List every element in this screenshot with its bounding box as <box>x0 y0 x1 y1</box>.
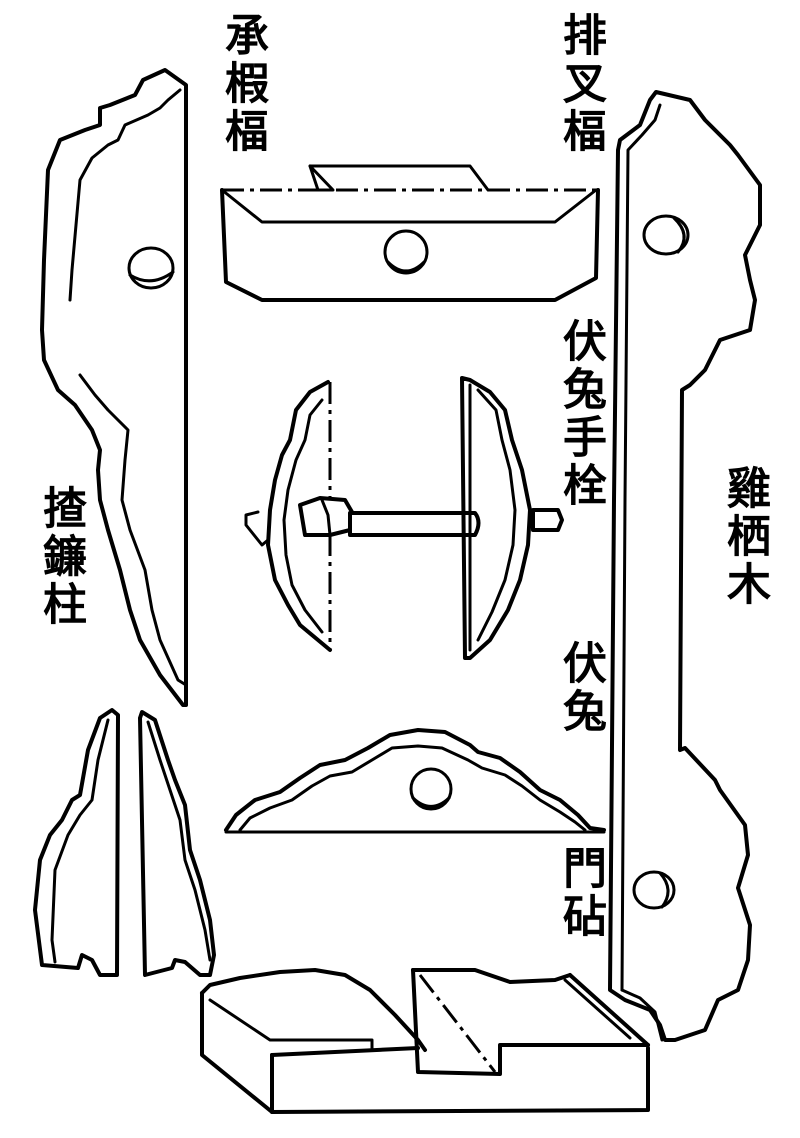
right-roost-beam <box>608 90 762 1042</box>
label-fu-tu: 伏兔 <box>555 640 606 736</box>
label-men-zhan: 門砧 <box>555 845 606 941</box>
label-jie-lian-zhu: 揸鐮柱 <box>35 485 86 629</box>
label-ji-qi-mu: 雞栖木 <box>719 465 770 609</box>
label-pai-cha-fu: 排叉楅 <box>555 12 606 156</box>
bolt-assembly <box>244 376 564 660</box>
left-post-panel <box>40 68 188 707</box>
label-cheng-ta-fu: 承椵楅 <box>217 12 268 156</box>
split-post-foot <box>33 708 216 977</box>
label-fu-tu-shou-shuan: 伏兔手栓 <box>555 318 606 510</box>
lower-rabbit-bracket <box>224 728 606 834</box>
top-lintel-block <box>220 164 600 302</box>
base-stone <box>200 968 650 1114</box>
